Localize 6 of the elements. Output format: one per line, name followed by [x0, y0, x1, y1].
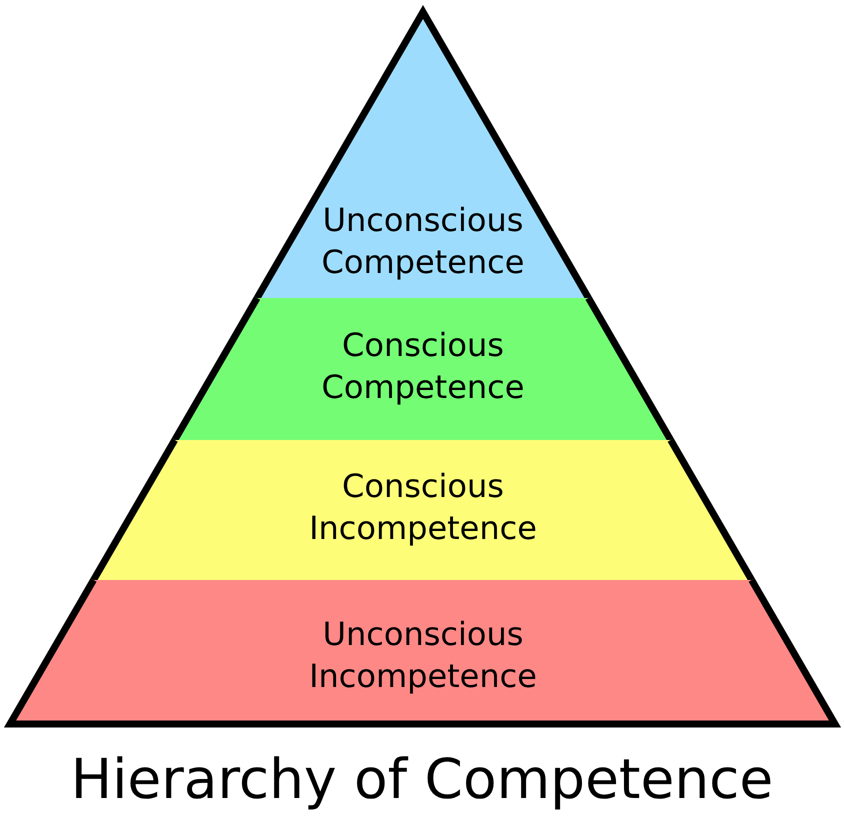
tier-label: Conscious Competence: [320, 325, 526, 408]
tier-label: Unconscious Incompetence: [308, 614, 538, 697]
pyramid-tier: [4, 580, 841, 730]
tier-label: Unconscious Competence: [320, 200, 526, 283]
tier-label: Conscious Incompetence: [308, 466, 538, 549]
diagram-title: Hierarchy of Competence: [70, 747, 774, 811]
